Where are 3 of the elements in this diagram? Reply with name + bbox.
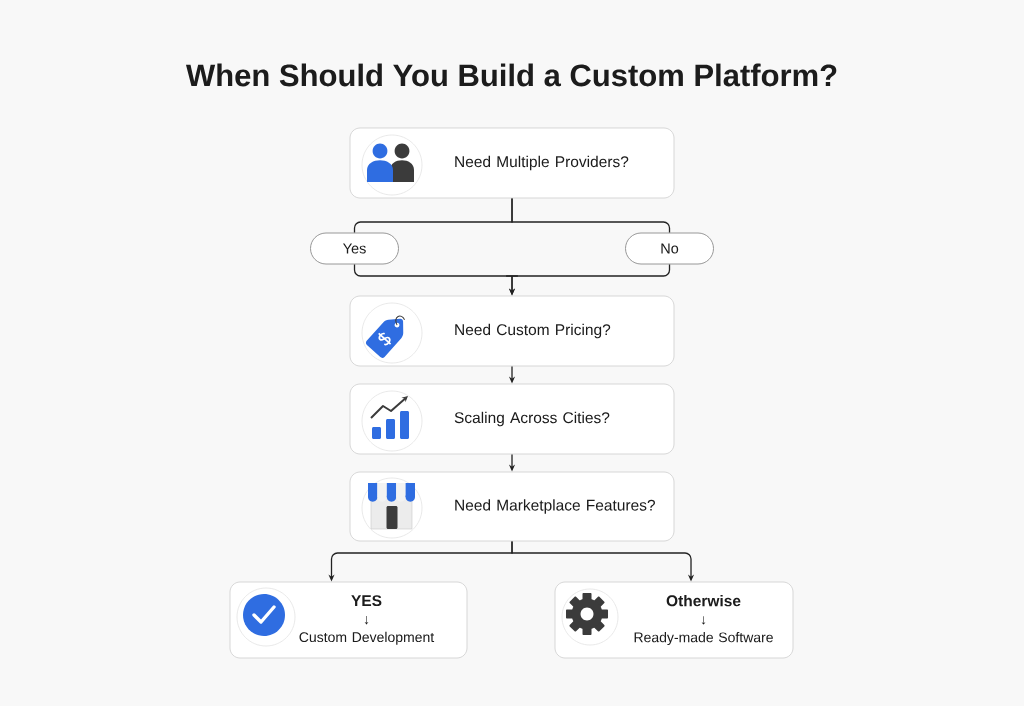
option-pill: No: [625, 232, 714, 265]
option-pill: Yes: [310, 232, 399, 265]
title: When Should You Build a Custom Platform?: [186, 63, 837, 87]
